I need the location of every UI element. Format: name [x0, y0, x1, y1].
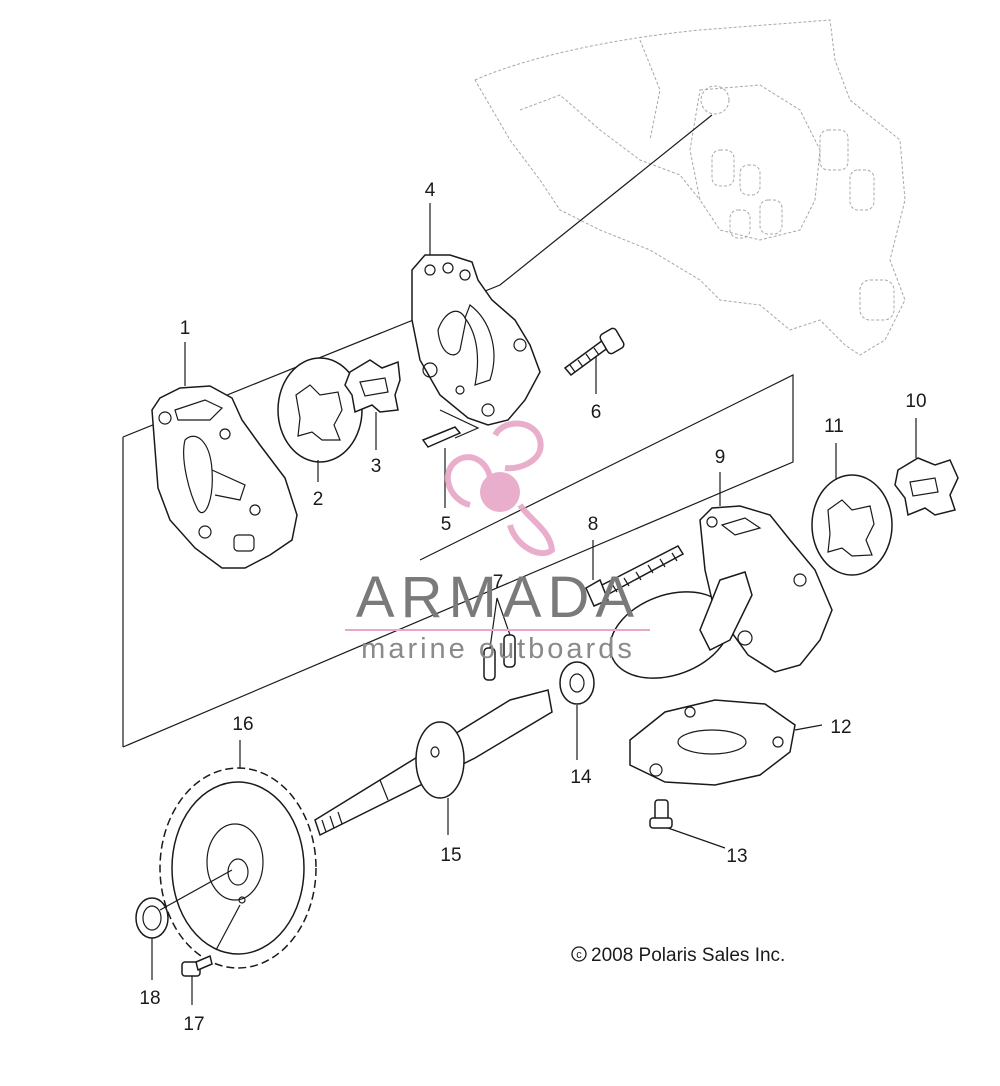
dowel-pins-part-7: [483, 634, 516, 722]
bolt-part-17: [181, 954, 213, 977]
inner-rotor-part-10: [894, 457, 959, 517]
callout-10: 10: [905, 391, 926, 412]
pump-housing-part-9: [609, 505, 833, 679]
pump-body-part-1: [151, 385, 298, 569]
callout-9: 9: [715, 447, 726, 468]
watermark-tagline: marine outboards: [361, 633, 635, 665]
callout-4: 4: [425, 180, 436, 201]
callout-11: 11: [824, 416, 844, 437]
callout-16: 16: [232, 714, 253, 735]
callout-14: 14: [570, 767, 592, 788]
inner-rotor-part-3: [344, 359, 401, 414]
shaft-part-15: [314, 689, 553, 837]
callout-2: 2: [313, 489, 324, 510]
callout-12: 12: [830, 717, 851, 738]
leader-lines: [151, 203, 917, 1005]
gear-part-16: [159, 767, 317, 969]
snap-ring-part-18: [135, 897, 169, 939]
long-bolt-part-8: [585, 545, 685, 607]
copyright-notice: c 2008 Polaris Sales Inc.: [571, 945, 785, 966]
small-bolt-part-13: [649, 799, 673, 829]
gasket-part-12: [629, 699, 796, 786]
pin-part-5: [421, 426, 462, 448]
leader-5a: [439, 409, 480, 439]
copyright-icon: [571, 946, 587, 962]
callout-18: 18: [139, 988, 160, 1009]
callout-3: 3: [371, 456, 382, 477]
propeller-icon: [444, 420, 556, 557]
callout-8: 8: [588, 514, 599, 535]
copyright-symbol: c: [576, 949, 582, 961]
armada-watermark-logo: [444, 420, 556, 557]
watermark-brand: ARMADA: [356, 565, 640, 630]
callout-6: 6: [591, 402, 602, 423]
callout-labels: 1 2 3 4 5 6 7 8 9 10 11 12 13 14 15 16 1…: [139, 180, 926, 1035]
engine-case-outline: [474, 19, 906, 356]
bolt-part-6: [563, 327, 625, 377]
callout-17: 17: [183, 1014, 204, 1035]
copyright-text: 2008 Polaris Sales Inc.: [591, 945, 785, 966]
callout-15: 15: [440, 845, 461, 866]
washer-part-14: [559, 661, 595, 705]
callout-7: 7: [493, 572, 504, 593]
outer-rotor-part-11: [811, 474, 893, 576]
callout-1: 1: [180, 318, 191, 339]
callout-13: 13: [726, 846, 747, 867]
outer-rotor-part-2: [277, 357, 363, 463]
alignment-line: [122, 114, 794, 748]
callout-5: 5: [441, 514, 452, 535]
pump-cover-part-4: [411, 254, 541, 426]
